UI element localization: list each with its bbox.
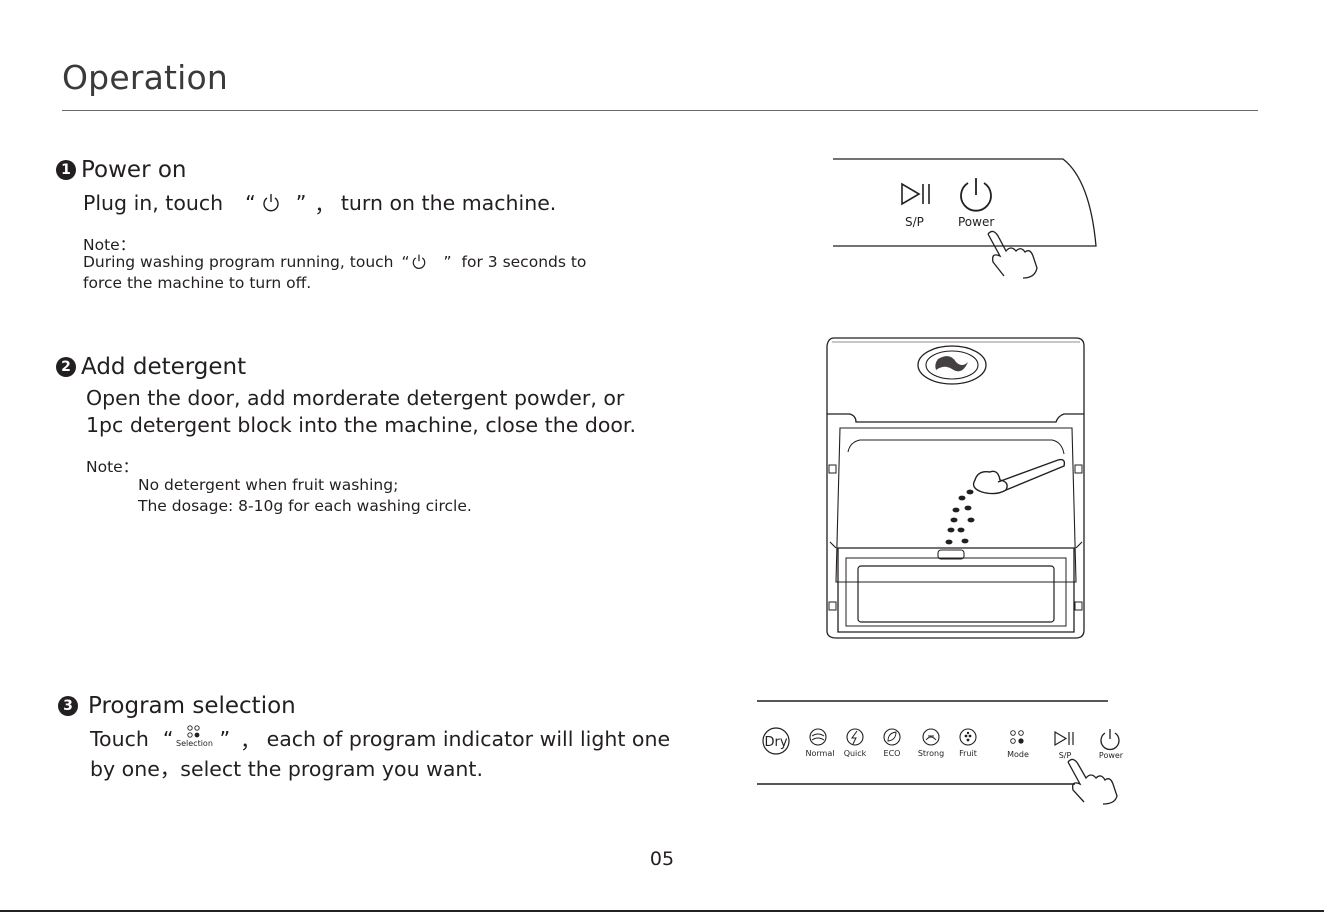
step1-note-close-quote: ” bbox=[443, 253, 452, 271]
step1-close-quote: ” bbox=[295, 191, 307, 215]
selection-label: Selection bbox=[176, 739, 213, 748]
selection-dots-icon bbox=[187, 725, 201, 738]
step2-line2: 1pc detergent block into the machine, cl… bbox=[86, 413, 636, 437]
step3-heading-text: Program selection bbox=[88, 693, 296, 719]
step1-number-badge: 1 bbox=[56, 160, 76, 180]
bottom-power-label: Power bbox=[1099, 751, 1124, 760]
step2-line1: Open the door, add morderate detergent p… bbox=[86, 386, 625, 410]
eco-program-icon bbox=[883, 728, 901, 746]
program-label-eco: ECO bbox=[884, 749, 901, 758]
detergent-powder-dots bbox=[945, 489, 975, 545]
step3-line1-suffix: each of program indicator will light one bbox=[266, 727, 671, 751]
step1-note-label: Note： bbox=[83, 236, 136, 254]
step1-note-open-quote: “ bbox=[401, 253, 410, 271]
hand-pointer-icon bbox=[987, 230, 1038, 279]
power-panel-illustration: S/P Power bbox=[833, 158, 1097, 279]
power-icon bbox=[263, 194, 279, 212]
selection-icon: Selection bbox=[176, 725, 213, 753]
top-sp-label: S/P bbox=[905, 215, 924, 229]
step1-instruction-prefix: Plug in, touch bbox=[83, 191, 224, 215]
control-panel-illustration: Dry Normal Quick ECO Strong Fruit Mode S… bbox=[757, 700, 1124, 805]
step3-line2: by one，select the program you want. bbox=[90, 757, 483, 781]
detergent-machine-illustration bbox=[826, 337, 1085, 639]
step1-note-prefix: During washing program running, touch bbox=[83, 253, 394, 271]
step3-close-quote: ” bbox=[219, 727, 231, 751]
title-divider bbox=[62, 110, 1258, 111]
step2-note-line1: No detergent when fruit washing; bbox=[138, 476, 399, 494]
step1-note-line2: force the machine to turn off. bbox=[83, 274, 312, 292]
step2-number-badge: 2 bbox=[56, 357, 76, 377]
program-label-quick: Quick bbox=[844, 749, 867, 758]
fruit-program-icon bbox=[959, 728, 977, 746]
dry-button: Dry bbox=[762, 727, 790, 755]
step3-open-quote: “ bbox=[162, 727, 174, 751]
quick-program-icon bbox=[846, 728, 864, 746]
hand-pointer-icon bbox=[1067, 758, 1118, 805]
step1-comma: ， bbox=[314, 193, 335, 217]
step2-heading-text: Add detergent bbox=[81, 354, 247, 380]
power-icon bbox=[412, 254, 425, 269]
step3-line1-prefix: Touch bbox=[90, 727, 149, 751]
power-button-icon bbox=[1100, 729, 1120, 751]
vent-icon bbox=[917, 345, 987, 385]
step1-open-quote: “ bbox=[245, 191, 256, 215]
page-number: 05 bbox=[649, 848, 675, 870]
mode-label: Mode bbox=[1007, 750, 1029, 759]
step2-heading: 2 Add detergent bbox=[56, 354, 246, 380]
step3-number-badge: 3 bbox=[58, 696, 78, 716]
step1-heading-text: Power on bbox=[81, 157, 187, 183]
scoop-icon bbox=[972, 458, 1066, 495]
program-label-normal: Normal bbox=[806, 749, 835, 758]
program-label-strong: Strong bbox=[918, 749, 944, 758]
step1-instruction: Plug in, touch “ ” ， turn on the machine… bbox=[83, 188, 556, 218]
top-power-label: Power bbox=[958, 215, 994, 229]
play-pause-icon bbox=[901, 182, 930, 206]
step1-note-line1: During washing program running, touch “ … bbox=[83, 253, 586, 271]
program-label-fruit: Fruit bbox=[959, 749, 977, 758]
play-pause-icon bbox=[1054, 730, 1074, 747]
step1-note-suffix: for 3 seconds to bbox=[461, 253, 587, 271]
page-title: Operation bbox=[62, 58, 229, 97]
strong-program-icon bbox=[922, 728, 940, 746]
bottom-sp-label: S/P bbox=[1059, 751, 1072, 760]
step1-heading: 1 Power on bbox=[56, 157, 187, 183]
step2-note-label: Note： bbox=[86, 458, 139, 476]
normal-program-icon bbox=[809, 728, 827, 746]
step3-line1: Touch “ Selection ” ， each of program in… bbox=[90, 724, 670, 754]
step3-heading: 3 Program selection bbox=[58, 693, 296, 719]
step2-note-line2: The dosage: 8-10g for each washing circl… bbox=[138, 497, 472, 515]
bottom-divider bbox=[0, 910, 1324, 912]
step1-instruction-suffix: turn on the machine. bbox=[340, 191, 557, 215]
power-button-icon bbox=[960, 178, 992, 212]
step3-comma: ， bbox=[240, 729, 261, 753]
dry-label: Dry bbox=[764, 735, 787, 750]
mode-selection-icon bbox=[1010, 730, 1024, 744]
